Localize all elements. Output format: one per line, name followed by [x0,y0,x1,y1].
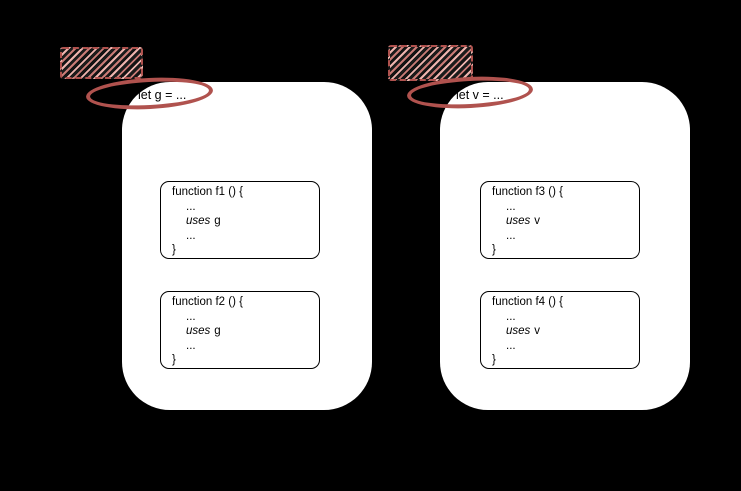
used-variable: g [214,215,221,227]
ellipsis-line: ... [506,339,516,352]
closing-brace: } [492,244,496,256]
used-variable: v [534,215,541,227]
fn-signature: function f4 () { [492,296,563,308]
ellipsis-line: ... [186,200,196,213]
uses-keyword: uses [506,215,531,227]
ellipsis-line: ... [506,310,516,323]
redacted-label-right [388,45,473,81]
ellipsis-line: ... [506,229,516,242]
fn-signature: function f1 () { [172,186,243,198]
ellipsis-line: ... [506,200,516,213]
uses-keyword: uses [506,325,531,337]
uses-keyword: uses [186,215,211,227]
variable-declaration-g: let g = ... [138,88,187,102]
variable-declaration-v: let v = ... [456,88,504,102]
fn-signature: function f2 () { [172,296,243,308]
closing-brace: } [492,354,496,366]
closing-brace: } [172,354,176,366]
ellipsis-line: ... [186,339,196,352]
uses-keyword: uses [186,325,211,337]
used-variable: g [214,325,221,337]
redacted-label-left [60,47,143,79]
used-variable: v [534,325,541,337]
fn-signature: function f3 () { [492,186,563,198]
ellipsis-line: ... [186,229,196,242]
closing-brace: } [172,244,176,256]
ellipsis-line: ... [186,310,196,323]
